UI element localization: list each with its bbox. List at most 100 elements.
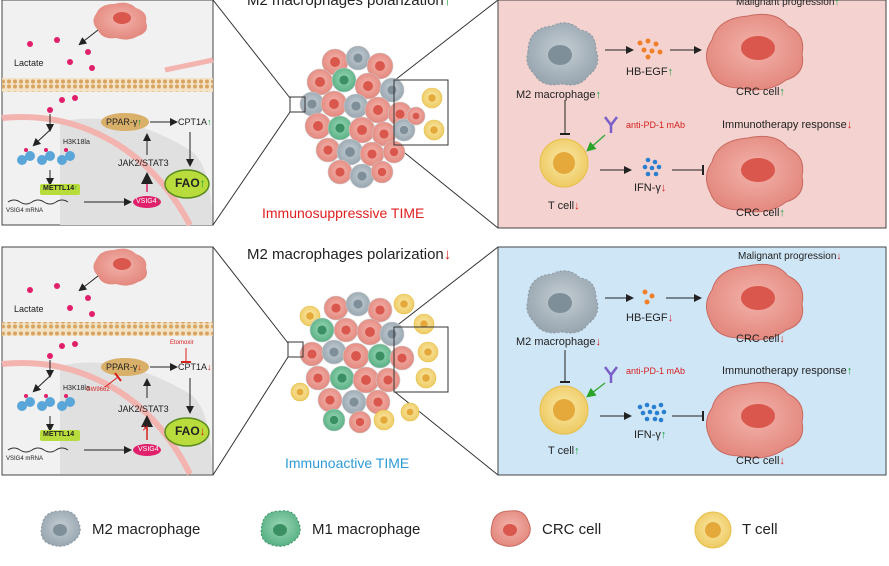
bottom-malignant-text: Malignant progression [738,251,837,262]
top-cluster-cell-nucleus [428,94,436,102]
bottom-cluster-cell-nucleus [406,408,414,416]
bottom-cluster-cell-nucleus [349,397,359,407]
top-cluster-cell-nucleus [330,57,340,67]
bottom-hbegf-arrow: ↓ [667,312,674,324]
top-tcell-arrow: ↓ [574,200,580,212]
top-m2-arrow: ↑ [595,89,602,101]
bottom-cluster-cell-nucleus [331,303,341,313]
bottom-crc2-arrow: ↓ [779,455,785,467]
immunoactive-time-label: Immunoactive TIME [285,455,410,471]
top-cluster-cell-nucleus [395,109,405,119]
bottom-cluster-cell-nucleus [337,373,347,383]
gw9662-label: GW9662 [86,387,110,393]
bottom-crc2-label: CRC cell↓ [736,455,785,467]
bottom-vsig4-badge: VSIG4 [138,446,159,453]
bottom-cluster-cell-nucleus [375,305,385,315]
bottom-ifn-arrow: ↑ [660,429,667,441]
bottom-header-arrow: ↓ [443,246,452,263]
top-ppar-label: PPAR-γ↑ [106,117,142,127]
top-malignant-text: Malignant progression [736,0,835,8]
top-cluster-cell-nucleus [313,121,323,131]
bottom-cluster-cell-nucleus [422,374,430,382]
bottom-fao-label: FAO↓ [175,424,206,438]
bottom-cluster-cell-nucleus [307,349,317,359]
top-cluster-cell-nucleus [335,167,345,177]
bottom-cpt1a-text: CPT1A [178,362,208,372]
top-lactate-label: Lactate [14,58,44,68]
bottom-ifn-label: IFN-γ↑ [634,429,666,441]
bottom-cluster-cell-nucleus [365,327,375,337]
top-mettl14-text: METTL14 [43,185,75,192]
top-tumor-cluster [212,0,499,229]
top-cluster-cell-nucleus [430,126,438,134]
bottom-cluster-cell-nucleus [306,312,314,320]
top-cluster-cell-nucleus [373,105,383,115]
top-ifn-arrow: ↓ [660,182,667,194]
bottom-lactate-label: Lactate [14,304,44,314]
top-cluster-cell-nucleus [339,75,349,85]
top-cluster-cell-nucleus [357,125,367,135]
top-cluster-cell-nucleus [357,171,367,181]
top-malignant-label: Malignant progression↑ [736,0,839,8]
top-m2-label: M2 macrophage↑ [516,89,601,101]
top-tcell-text: T cell [548,200,575,212]
top-crc1-arrow: ↑ [779,86,785,98]
bottom-cluster-cell-nucleus [375,351,385,361]
top-immuno-arrow: ↓ [846,119,853,131]
top-fao-label: FAO↑ [175,176,206,190]
top-cluster-cell-nucleus [389,147,399,157]
top-left-panel [1,0,214,227]
bottom-hbegf-text: HB-EGF [626,312,668,324]
bottom-crc1-arrow: ↓ [779,333,785,345]
bottom-cluster-cell-nucleus [325,395,335,405]
top-cluster-cell-nucleus [387,85,397,95]
bottom-tcell-label: T cell↑ [548,445,580,457]
top-cpt1a-arrow: ↑ [207,117,212,127]
bottom-cluster-cell-nucleus [361,375,371,385]
bottom-hbegf-label: HB-EGF↓ [626,312,673,324]
bottom-tumor-cluster [212,246,499,476]
bottom-ifn-text: IFN-γ [634,429,661,441]
bottom-header-text: M2 macrophages polarization [247,246,444,263]
bottom-crc1-label: CRC cell↓ [736,333,785,345]
top-cluster-cell-nucleus [329,99,339,109]
bottom-cpt1a-label: CPT1A↓ [178,362,212,372]
top-right-panel [497,0,887,229]
bottom-jak-stat-label: JAK2/STAT3 [118,404,169,414]
top-m2-text: M2 macrophage [516,89,596,101]
bottom-cluster-cell-nucleus [329,347,339,357]
legend-m1-label: M1 macrophage [312,521,421,538]
top-cluster-cell-nucleus [412,112,420,120]
etomoxir-label: Etomoxir [170,340,194,346]
bottom-cluster-cell-nucleus [329,415,339,425]
top-crc1-label: CRC cell↑ [736,86,785,98]
top-ppar-arrow: ↑ [137,117,142,127]
top-ifn-label: IFN-γ↓ [634,182,666,194]
bottom-immuno-label: Immunotherapy response↑ [722,365,852,377]
immunosuppressive-time-label: Immunosuppressive TIME [262,205,425,221]
bottom-fao-arrow: ↓ [199,424,206,438]
top-fao-arrow: ↑ [199,176,206,190]
top-vsig4-badge: VSIG4↑ [136,198,160,205]
top-antipd1-label: anti-PD-1 mAb [626,120,686,130]
top-crc2-arrow: ↑ [779,207,785,219]
bottom-immuno-text: Immunotherapy response [722,365,847,377]
bottom-cluster-cell-nucleus [420,320,428,328]
top-ppar-text: PPAR-γ [106,117,138,127]
bottom-cluster-cell-nucleus [313,373,323,383]
bottom-fao-text: FAO [175,424,200,438]
top-crc1-text: CRC cell [736,86,780,98]
top-mettl14-arrow: ↑ [74,185,78,192]
bottom-cluster-cell-nucleus [380,416,388,424]
top-header-arrow: ↑ [443,0,452,9]
bottom-cluster-cell-nucleus [387,329,397,339]
bottom-malignant-label: Malignant progression↓ [738,251,841,262]
top-cluster-cell-nucleus [351,101,361,111]
top-cluster-cell-nucleus [363,81,373,91]
bottom-right-panel [497,246,887,476]
bottom-immuno-arrow: ↑ [846,365,853,377]
top-hbegf-arrow: ↑ [667,66,674,78]
top-cluster-cell-nucleus [377,167,387,177]
top-vsig4-text: VSIG4 [136,198,157,205]
